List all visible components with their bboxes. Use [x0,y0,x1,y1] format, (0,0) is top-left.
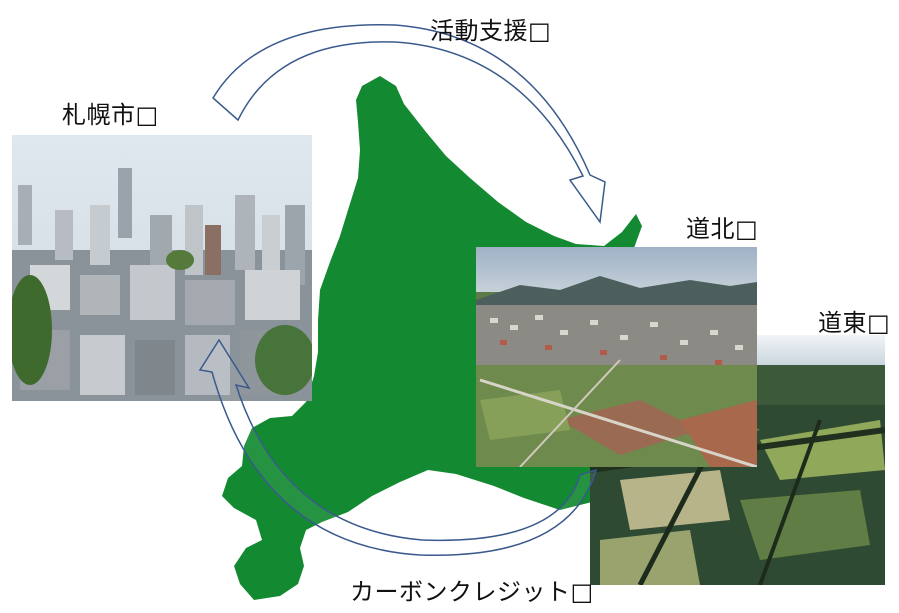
sapporo-city-photo [12,135,312,401]
carbon-credit-arrow [198,338,598,557]
hokkaido-map-shape [222,76,642,600]
label-carbon-credit: カーボンクレジット□ [350,578,594,606]
label-doto: 道東□ [818,309,891,337]
label-activity-support: 活動支援□ [430,17,552,45]
activity-support-arrow [212,23,606,224]
label-dohoku: 道北□ [686,215,759,243]
label-sapporo: 札幌市□ [62,101,159,129]
dohoku-town-photo [476,247,757,467]
